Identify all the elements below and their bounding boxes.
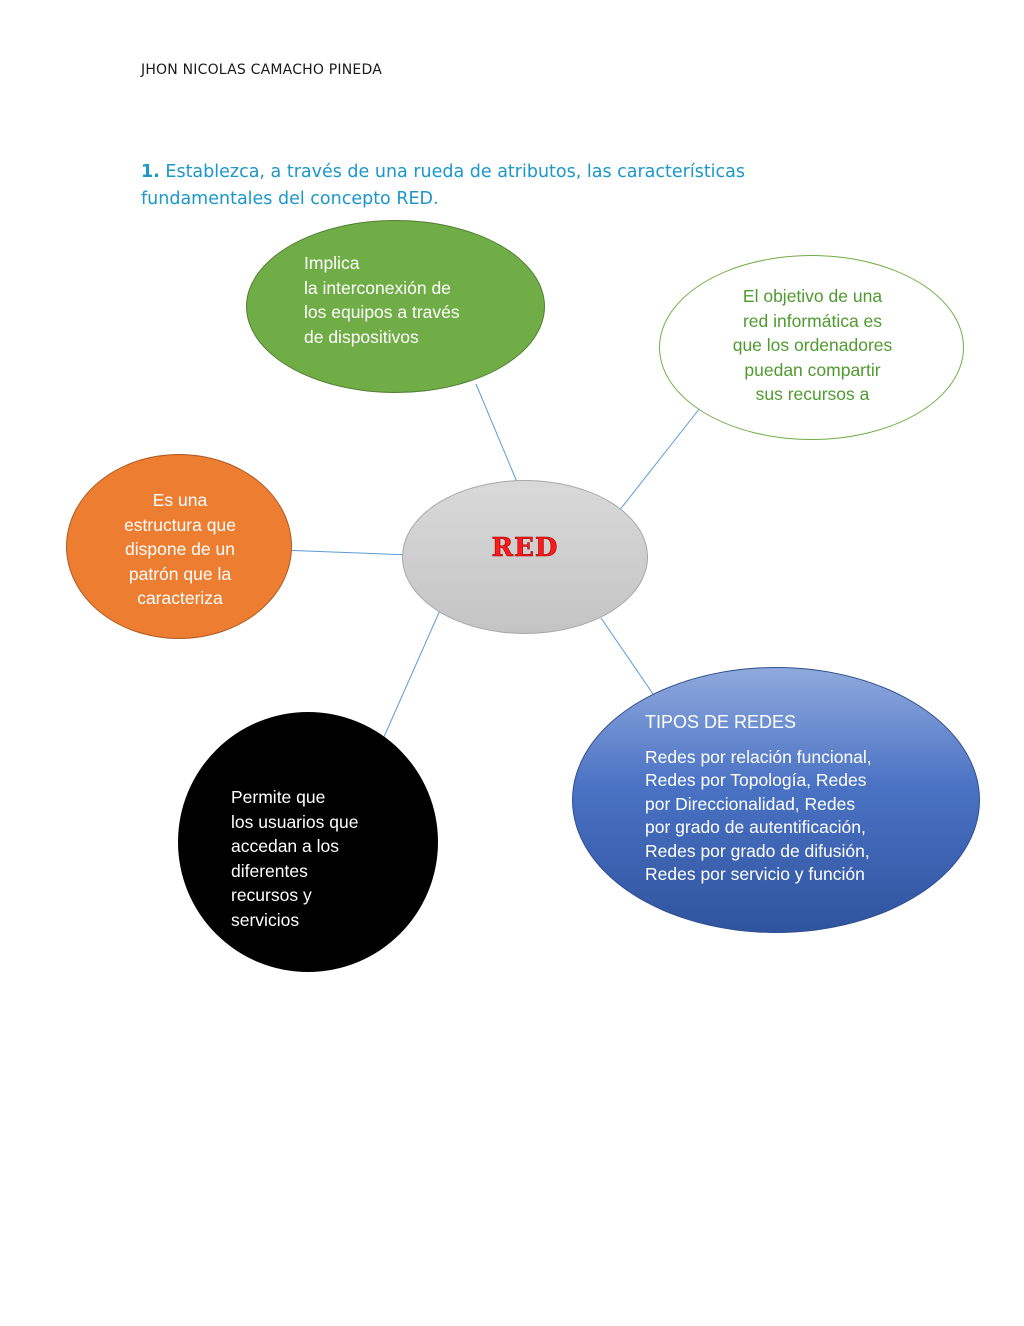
node-structure [66, 454, 292, 639]
node-structure-text: Es una estructura que dispone de un patr… [124, 490, 236, 608]
node-interconnection-text: Implica la interconexión de los equipos … [304, 253, 460, 347]
question-text: 1. Establezca, a través de una rueda de … [141, 159, 841, 213]
connector-outline [614, 407, 701, 517]
node-objective [659, 255, 964, 440]
node-network-types [572, 667, 980, 933]
connector-green [475, 383, 518, 483]
node-center-label: RED [491, 533, 559, 563]
node-access-text: Permite que los usuarios que accedan a l… [231, 787, 359, 930]
node-objective-text: El objetivo de una red informática es qu… [732, 286, 893, 404]
author-name: JHON NICOLAS CAMACHO PINEDA [141, 62, 382, 78]
node-interconnection [246, 220, 545, 393]
node-network-types-title: TIPOS DE REDES [645, 712, 797, 732]
question-body: Establezca, a través de una rueda de atr… [141, 162, 746, 209]
connector-orange [279, 549, 411, 556]
node-access [178, 712, 438, 972]
connector-blue [600, 617, 654, 695]
question-number: 1. [141, 162, 160, 182]
node-center-red [402, 480, 648, 634]
node-network-types-body: Redes por relación funcional, Redes por … [645, 747, 872, 885]
